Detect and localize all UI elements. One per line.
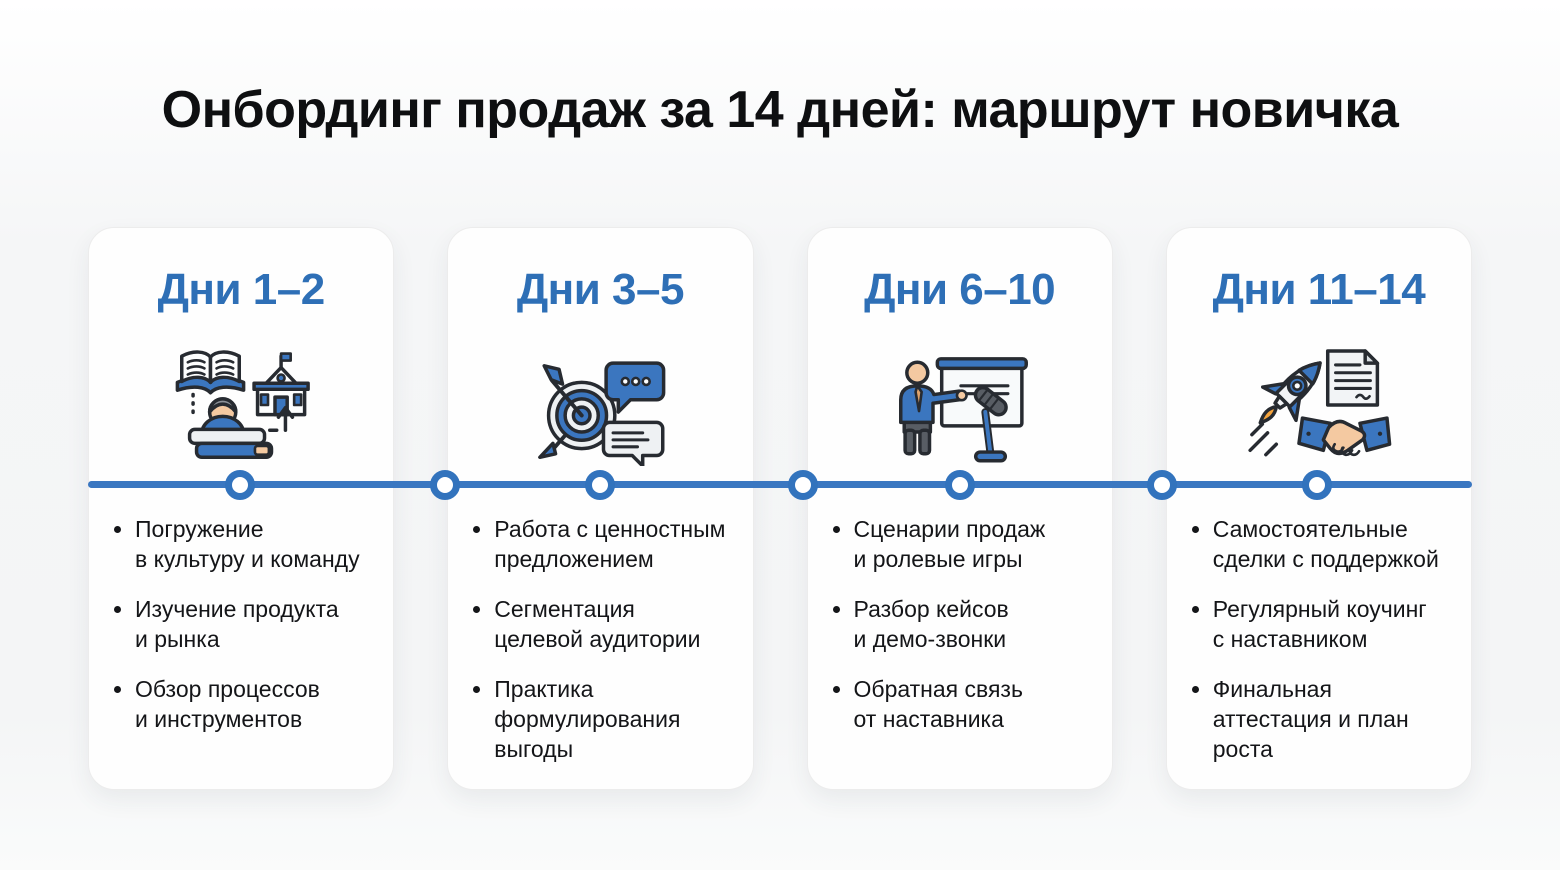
page-title: Онбординг продаж за 14 дней: маршрут нов…	[161, 81, 1399, 139]
bullet-item: Сценарии продаж и ролевые игры	[854, 514, 1090, 574]
bullet-item: Сегментация целевой аудитории	[494, 594, 730, 654]
card-days-3-5: Дни 3–5	[447, 227, 754, 790]
learning-school-icon	[111, 344, 371, 466]
presentation-roleplay-icon-svg	[898, 357, 1028, 463]
timeline-node-6	[1147, 470, 1177, 500]
card-title-days-6-10: Дни 6–10	[864, 265, 1056, 314]
card-title-days-3-5: Дни 3–5	[516, 265, 685, 314]
card-days-11-14: Дни 11–14	[1165, 227, 1472, 790]
timeline-node-5	[945, 470, 975, 500]
presentation-roleplay-icon	[830, 344, 1090, 466]
bullet-item: Изучение продукта и рынка	[135, 594, 371, 654]
bullet-item: Финальная аттестация и план роста	[1213, 674, 1449, 764]
timeline-node-7	[1302, 470, 1332, 500]
target-messaging-icon	[470, 344, 730, 466]
timeline-node-4	[788, 470, 818, 500]
bullet-item: Работа с ценностным предложением	[494, 514, 730, 574]
timeline-node-1	[225, 470, 255, 500]
timeline-node-3	[585, 470, 615, 500]
learning-school-icon-svg	[175, 350, 310, 460]
bullet-list-days-11-14: Самостоятельные сделки с поддержкой Регу…	[1189, 514, 1449, 764]
bullet-item: Обзор процессов и инструментов	[135, 674, 371, 734]
card-days-1-2: Дни 1–2	[88, 227, 395, 790]
rocket-handshake-icon-svg	[1248, 349, 1392, 457]
card-days-6-10: Дни 6–10	[806, 227, 1113, 790]
bullet-item: Разбор кейсов и демо-звонки	[854, 594, 1090, 654]
bullet-list-days-3-5: Работа с ценностным предложением Сегмент…	[470, 514, 730, 764]
timeline-node-2	[430, 470, 460, 500]
bullet-list-days-1-2: Погружение в культуру и команду Изучение…	[111, 514, 371, 734]
bullet-list-days-6-10: Сценарии продаж и ролевые игры Разбор ке…	[830, 514, 1090, 734]
bullet-item: Самостоятельные сделки с поддержкой	[1213, 514, 1449, 574]
card-title-days-11-14: Дни 11–14	[1212, 265, 1426, 314]
bullet-item: Погружение в культуру и команду	[135, 514, 371, 574]
timeline-line	[88, 481, 1472, 488]
card-title-days-1-2: Дни 1–2	[157, 265, 326, 314]
rocket-handshake-icon	[1189, 344, 1449, 466]
bullet-item: Практика формулирования выгоды	[494, 674, 730, 764]
cards-row: Дни 1–2	[88, 227, 1472, 790]
bullet-item: Обратная связь от наставника	[854, 674, 1090, 734]
target-messaging-icon-svg	[538, 361, 666, 466]
bullet-item: Регулярный коучинг с наставником	[1213, 594, 1449, 654]
